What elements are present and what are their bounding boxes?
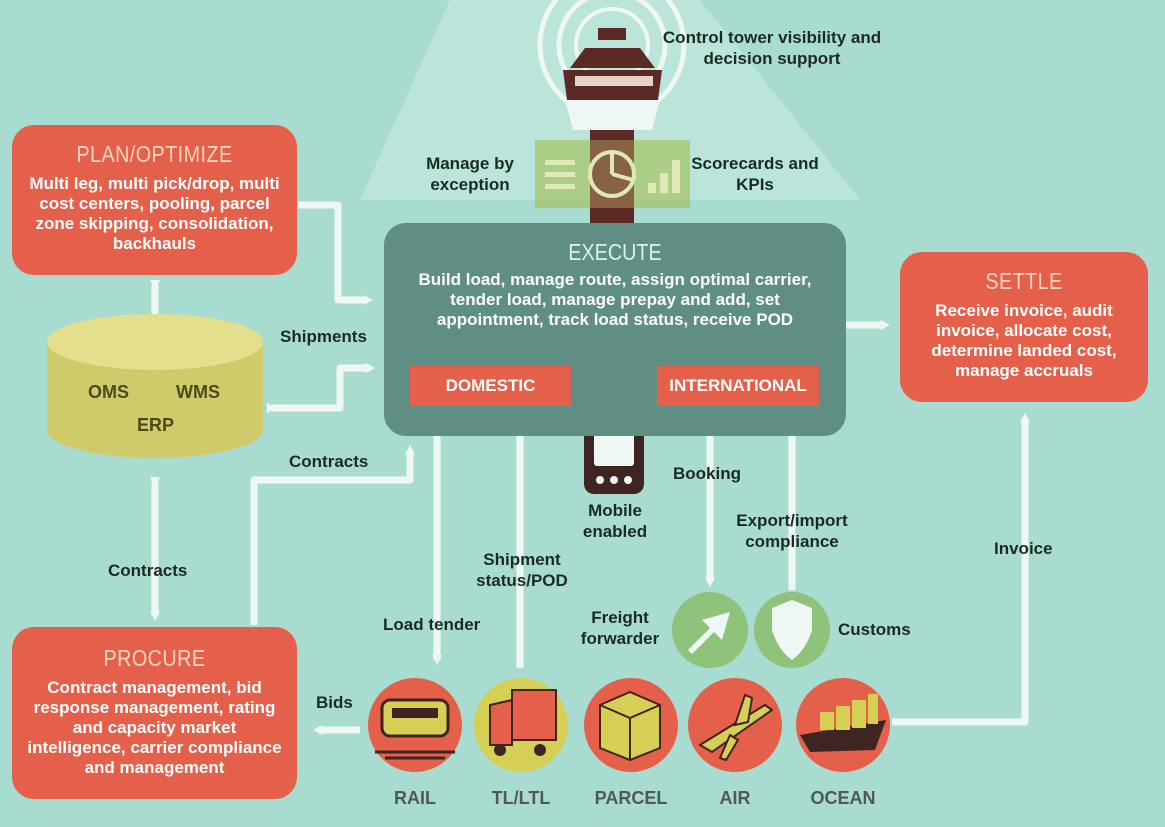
freight-forwarder-label: Freight forwarder bbox=[580, 608, 660, 648]
domestic-tag: DOMESTIC bbox=[410, 366, 571, 406]
arrow-icon bbox=[672, 592, 748, 668]
export-import-label: Export/import compliance bbox=[736, 511, 848, 551]
train-icon bbox=[368, 678, 462, 772]
scorecards-label: Scorecards and KPIs bbox=[691, 154, 819, 194]
tower-label: Control tower visibility and decision su… bbox=[662, 28, 882, 68]
pie-chart-icon bbox=[588, 150, 636, 198]
plane-icon bbox=[688, 678, 782, 772]
truck-icon bbox=[474, 678, 568, 772]
invoice-label: Invoice bbox=[994, 539, 1053, 558]
mode-air-label: AIR bbox=[719, 788, 751, 808]
settle-body: Receive invoice, audit invoice, allocate… bbox=[931, 301, 1117, 380]
manage-by-exception-label: Manage by exception bbox=[426, 154, 514, 194]
db-oms-label: OMS bbox=[88, 382, 130, 402]
settle-title: SETTLE bbox=[985, 268, 1063, 294]
database-cylinder bbox=[47, 314, 263, 458]
mode-parcel-label: PARCEL bbox=[594, 788, 668, 808]
bar-chart-icon bbox=[648, 160, 680, 193]
mode-ocean-label: OCEAN bbox=[810, 788, 876, 808]
db-wms-label: WMS bbox=[176, 382, 220, 402]
contracts-left-label: Contracts bbox=[108, 561, 188, 580]
list-icon bbox=[545, 160, 575, 189]
mobile-label: Mobile enabled bbox=[582, 501, 648, 541]
settle-box: SETTLE Receive invoice, audit invoice, a… bbox=[900, 252, 1148, 402]
shipments-label: Shipments bbox=[280, 327, 367, 346]
procure-box: PROCURE Contract management, bid respons… bbox=[12, 627, 297, 799]
load-tender-label: Load tender bbox=[383, 615, 481, 634]
plan-title: PLAN/OPTIMIZE bbox=[76, 141, 233, 167]
bids-label: Bids bbox=[316, 693, 353, 712]
shield-icon bbox=[754, 592, 830, 668]
plan-body: Multi leg, multi pick/drop, multi cost c… bbox=[29, 174, 280, 253]
booking-label: Booking bbox=[673, 464, 741, 483]
mode-tl-ltl-label: TL/LTL bbox=[491, 788, 551, 808]
ship-icon bbox=[796, 678, 890, 772]
parcel-icon bbox=[584, 678, 678, 772]
execute-body: Build load, manage route, assign optimal… bbox=[418, 270, 812, 329]
db-erp-label: ERP bbox=[137, 415, 175, 435]
execute-title: EXECUTE bbox=[568, 239, 662, 265]
scorecard-panel bbox=[535, 140, 690, 208]
customs-label: Customs bbox=[838, 620, 911, 639]
shipment-status-label: Shipment status/POD bbox=[476, 550, 568, 590]
international-tag: INTERNATIONAL bbox=[657, 366, 819, 406]
contracts-top-label: Contracts bbox=[289, 452, 369, 471]
procure-body: Contract management, bid response manage… bbox=[27, 678, 282, 777]
plan-optimize-box: PLAN/OPTIMIZE Multi leg, multi pick/drop… bbox=[12, 125, 297, 275]
procure-title: PROCURE bbox=[103, 645, 206, 671]
mode-rail-label: RAIL bbox=[394, 788, 436, 808]
